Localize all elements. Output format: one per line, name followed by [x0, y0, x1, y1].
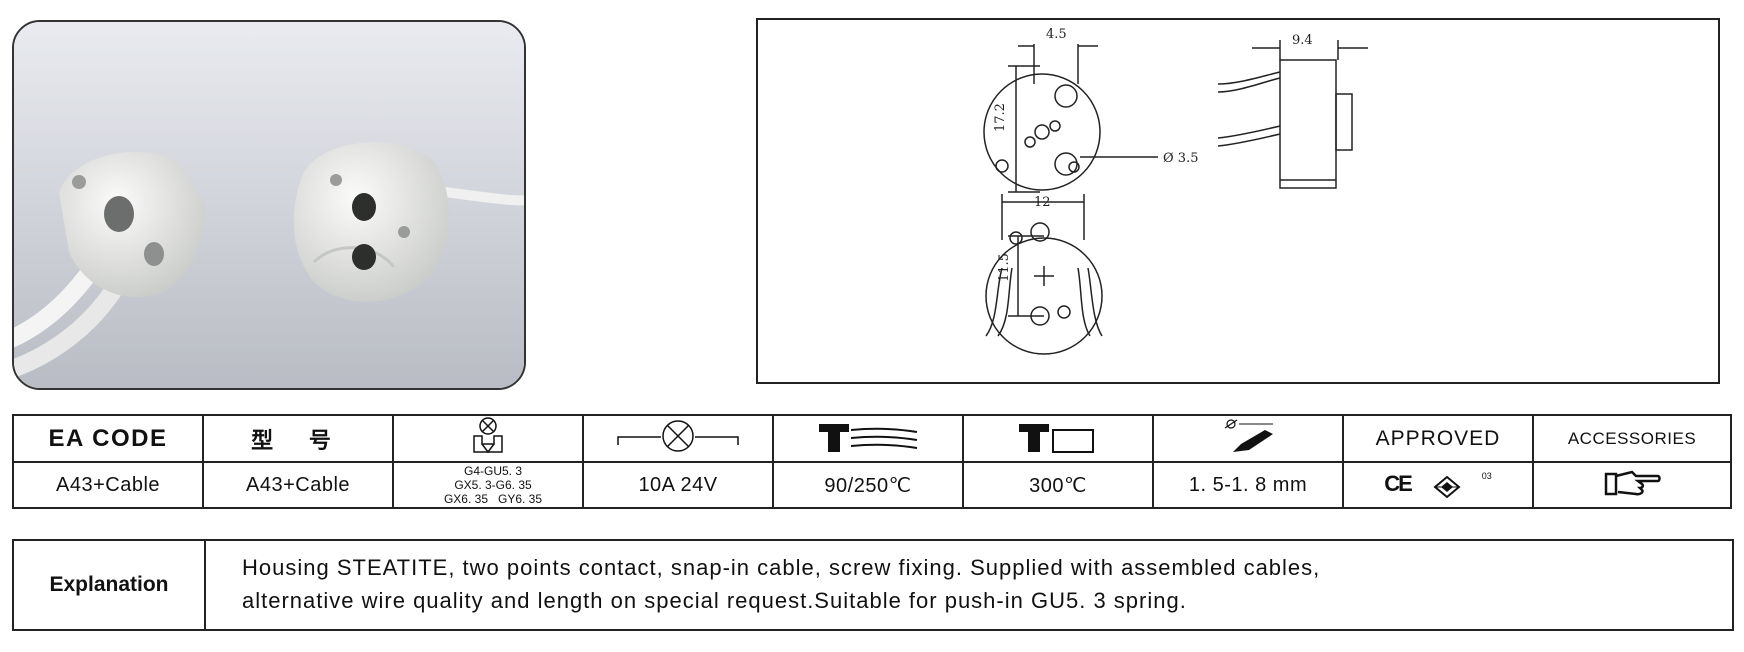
explanation-text: Housing STEATITE, two points contact, sn… [206, 541, 1732, 629]
header-socket-type [392, 414, 584, 463]
lamp-icon [617, 420, 739, 452]
technical-drawing: 4.5 17.2 Ø 3.5 9.4 12 11.5 [756, 18, 1720, 384]
header-wire [1152, 414, 1344, 463]
header-model-cn: 型 号 [202, 414, 394, 463]
cable-temperature-icon [819, 424, 918, 452]
ce-mark-icon: CE [1384, 471, 1413, 497]
header-cable-temp [772, 414, 964, 463]
lamp-socket-icon [473, 417, 503, 454]
dim-bottom-height: 11.5 [997, 253, 1012, 282]
base-line-2: GX5. 3-G6. 35 [454, 478, 532, 492]
header-max-temp [962, 414, 1154, 463]
value-bases: G4-GU5. 3 GX5. 3-G6. 35 GX6. 35 GY6. 35 [392, 461, 584, 509]
value-max-temp: 300℃ [962, 461, 1154, 509]
value-ea-code: A43+Cable [12, 461, 204, 509]
enec-number: 03 [1481, 471, 1492, 482]
value-approvals: CE 03 [1342, 461, 1534, 509]
spec-value-row: A43+Cable A43+Cable G4-GU5. 3 GX5. 3-G6.… [12, 461, 1732, 509]
value-model: A43+Cable [202, 461, 394, 509]
dim-bottom-width: 12 [1034, 195, 1051, 210]
max-temperature-icon [1019, 424, 1094, 453]
product-photo [12, 20, 526, 390]
wire-gauge-icon [1224, 419, 1273, 452]
value-accessories [1532, 461, 1732, 509]
header-approved: APPROVED [1342, 414, 1534, 463]
explanation-box: Explanation Housing STEATITE, two points… [12, 539, 1734, 631]
explanation-label: Explanation [14, 541, 206, 629]
value-rating: 10A 24V [582, 461, 774, 509]
value-temperature: 90/250℃ [772, 461, 964, 509]
spec-table: EA CODE 型 号 [12, 414, 1732, 509]
dim-height: 17.2 [993, 103, 1008, 132]
header-rating [582, 414, 774, 463]
base-line-3: GX6. 35 GY6. 35 [443, 492, 543, 506]
enec-mark-icon [1433, 475, 1461, 499]
header-ea-code: EA CODE [12, 414, 204, 463]
pointing-hand-icon [1604, 470, 1661, 495]
dim-hole-dia: Ø 3.5 [1163, 151, 1198, 166]
explanation-line-1: Housing STEATITE, two points contact, sn… [242, 555, 1321, 580]
base-line-1: G4-GU5. 3 [463, 464, 523, 478]
header-accessories: ACCESSORIES [1532, 414, 1732, 463]
dim-side-width: 9.4 [1292, 33, 1313, 48]
spec-header-row: EA CODE 型 号 [12, 414, 1732, 463]
explanation-line-2: alternative wire quality and length on s… [242, 588, 1187, 613]
dim-top-width: 4.5 [1046, 27, 1067, 42]
value-wire: 1. 5-1. 8 mm [1152, 461, 1344, 509]
